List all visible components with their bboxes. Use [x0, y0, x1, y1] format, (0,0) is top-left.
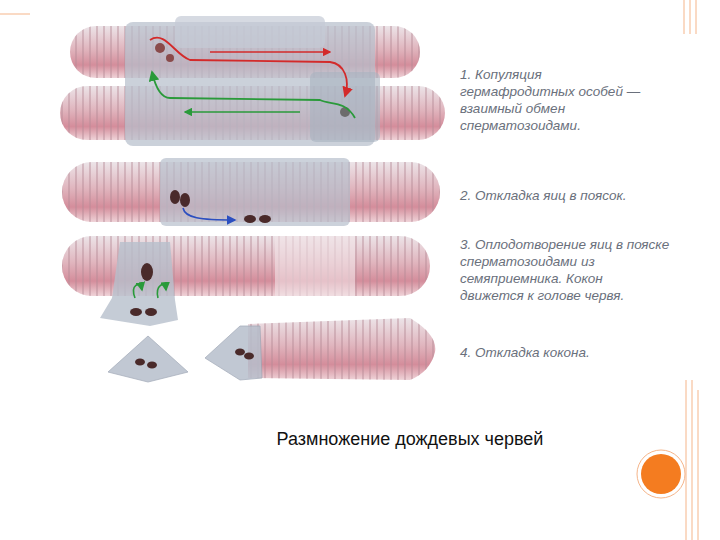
stage-label: 1. Копуляция гермафродитных особей — вза…: [460, 66, 660, 134]
stage-label: 3. Оплодотворение яиц в пояске сперматоз…: [460, 236, 670, 304]
slide-caption: Размножение дождевых червей: [277, 428, 544, 450]
copulating-worms: [60, 16, 445, 146]
fertilization-worm: [62, 236, 430, 326]
cocoon-laying: [108, 318, 435, 382]
egg-laying-worm: [62, 158, 440, 226]
stage-label: 4. Откладка кокона.: [460, 344, 660, 361]
slide-decoration: [0, 0, 698, 540]
stage-label: 2. Откладка яиц в поясок.: [460, 187, 660, 204]
